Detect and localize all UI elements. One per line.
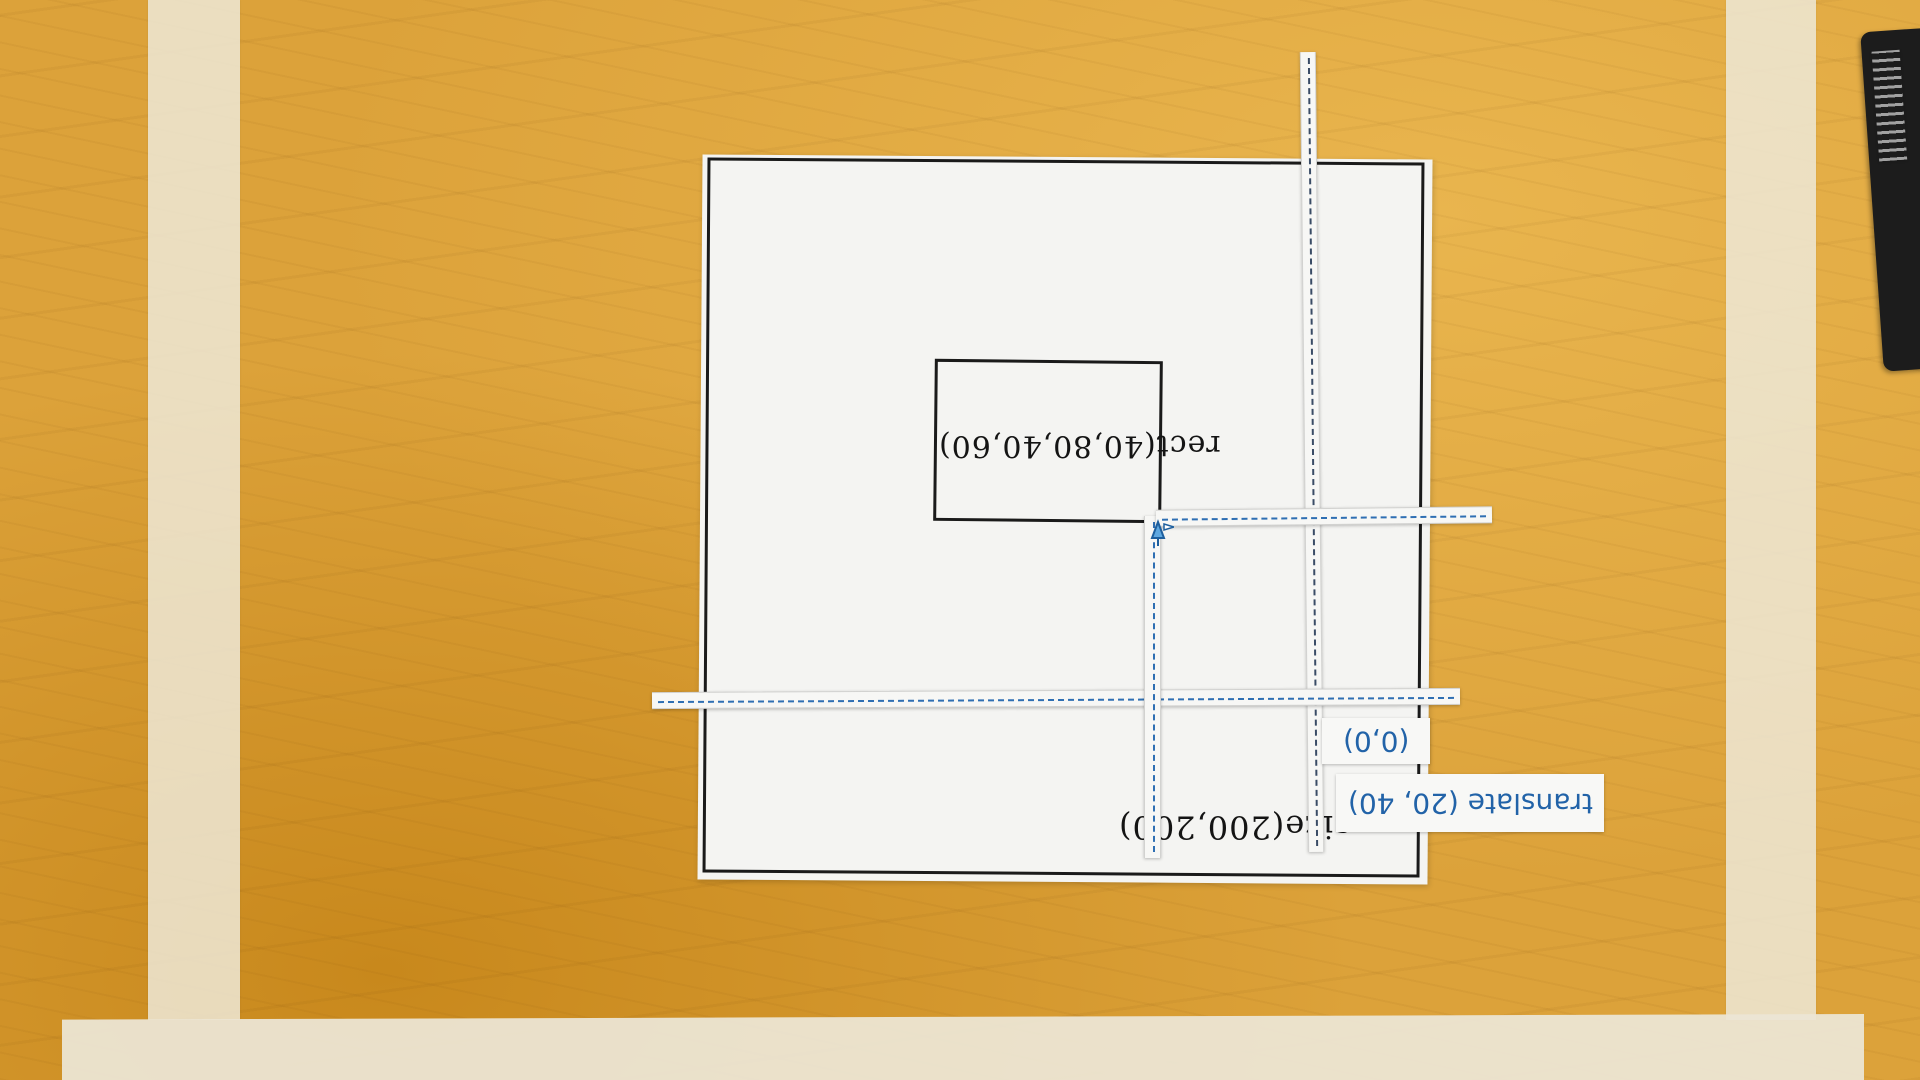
device-label-strip bbox=[1871, 49, 1908, 162]
y-axis-dashed-line bbox=[1307, 58, 1319, 846]
origin-label: (0,0) bbox=[1322, 718, 1430, 764]
masking-tape-bottom bbox=[62, 1014, 1864, 1080]
translated-y-axis-strip bbox=[1144, 516, 1161, 858]
x-axis-dashed-line bbox=[658, 696, 1455, 703]
masking-tape-right bbox=[1726, 0, 1816, 1020]
translated-y-dashed-line bbox=[1152, 522, 1155, 852]
translate-label: translate (20, 40) bbox=[1336, 774, 1604, 832]
origin-arrow-icon bbox=[1150, 519, 1174, 546]
origin-label-text: (0,0) bbox=[1342, 724, 1410, 758]
black-device-edge bbox=[1860, 28, 1920, 372]
masking-tape-left bbox=[148, 0, 240, 1020]
translated-x-axis-strip bbox=[1155, 506, 1493, 527]
translated-x-dashed-line bbox=[1162, 514, 1487, 521]
rect-label: rect(40,80,40,60) bbox=[938, 428, 1221, 463]
translate-label-text: translate (20, 40) bbox=[1347, 786, 1593, 820]
